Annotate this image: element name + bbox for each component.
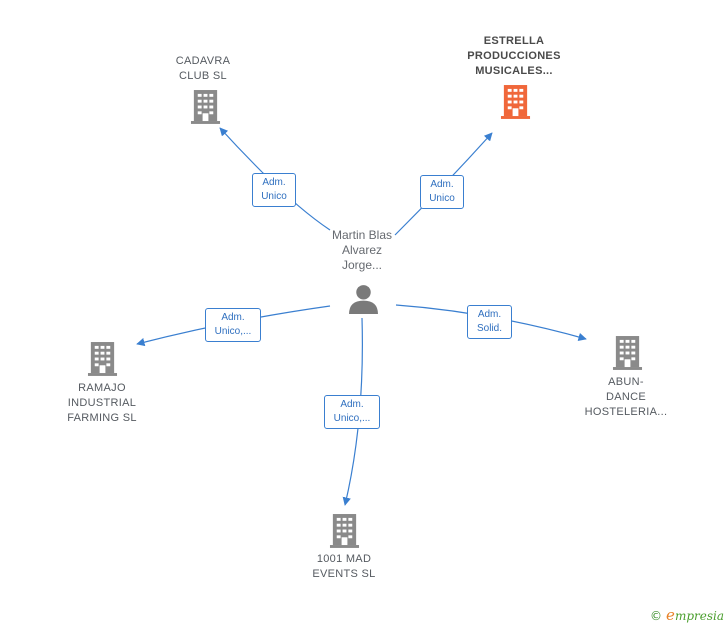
- role-badge-mad1001[interactable]: Adm. Unico,...: [324, 395, 380, 429]
- company-label-cadavra[interactable]: CADAVRA CLUB SL: [175, 55, 231, 82]
- copyright-symbol: ©: [650, 609, 663, 623]
- person-icon[interactable]: [348, 283, 379, 314]
- center-person-label[interactable]: Martin Blas Alvarez Jorge...: [331, 228, 393, 272]
- company-label-estrella[interactable]: ESTRELLA PRODUCCIONES MUSICALES...: [467, 35, 561, 77]
- building-icon[interactable]: [87, 341, 118, 376]
- building-icon-highlighted[interactable]: [500, 84, 531, 119]
- building-icon[interactable]: [329, 513, 360, 548]
- edge-cadavra: [219, 127, 263, 173]
- building-icon[interactable]: [190, 89, 221, 124]
- role-badge-cadavra[interactable]: Adm. Unico: [252, 173, 296, 207]
- company-label-mad1001[interactable]: 1001 MAD EVENTS SL: [312, 553, 376, 580]
- empresia-logo[interactable]: ©empresia: [650, 606, 724, 624]
- role-badge-estrella[interactable]: Adm. Unico: [420, 175, 464, 209]
- company-label-ramajo[interactable]: RAMAJO INDUSTRIAL FARMING SL: [67, 382, 137, 424]
- role-badge-ramajo[interactable]: Adm. Unico,...: [205, 308, 261, 342]
- building-icon[interactable]: [612, 335, 643, 370]
- role-badge-abundance[interactable]: Adm. Solid.: [467, 305, 512, 339]
- company-label-abundance[interactable]: ABUN- DANCE HOSTELERIA...: [584, 376, 668, 418]
- brand-initial: e: [666, 606, 675, 624]
- brand-name: mpresia: [674, 609, 724, 623]
